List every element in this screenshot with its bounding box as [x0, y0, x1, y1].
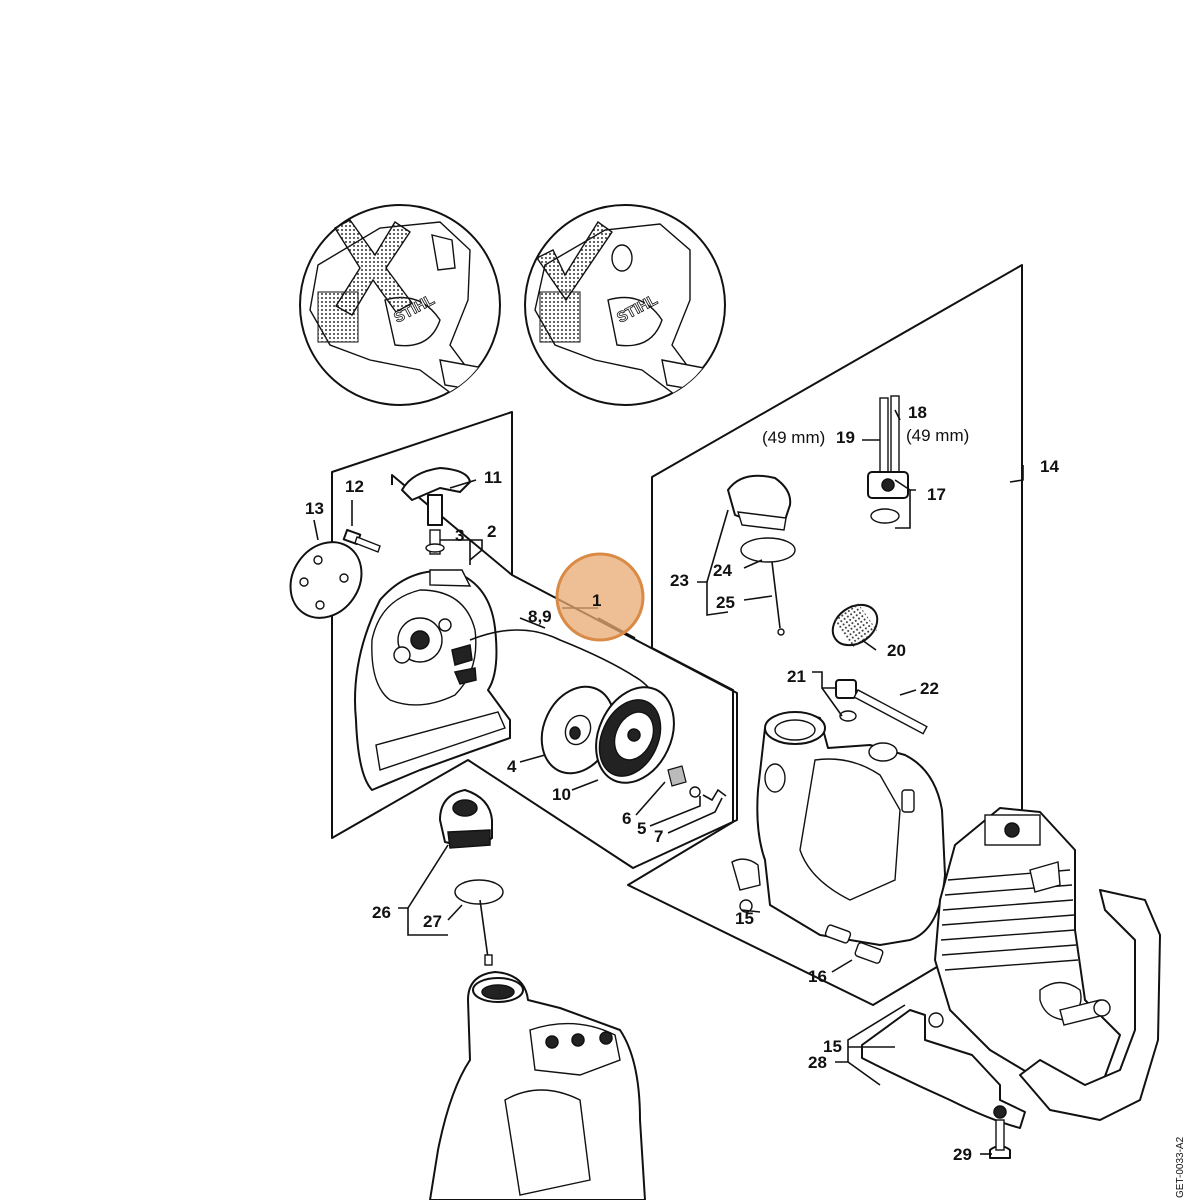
label-part-22[interactable]: 22 [920, 679, 939, 698]
label-part-14[interactable]: 14 [1040, 457, 1059, 476]
screw-29 [989, 1119, 1011, 1159]
rope-guide-bush [425, 529, 445, 555]
variant-inset-right: STIHL [524, 204, 726, 406]
grommet-15-lower [928, 1012, 944, 1028]
starter-group-outline [331, 411, 738, 869]
label-part-19[interactable]: 19 [836, 428, 855, 447]
retaining-cord [771, 561, 785, 636]
part-labels: 1 2 3 4 5 6 7 8,9 10 11 12 13 14 15 16 1… [305, 403, 1059, 1164]
tank-vent-valve [867, 471, 909, 524]
label-part-6[interactable]: 6 [622, 809, 631, 828]
leader-lines [313, 409, 1024, 1155]
label-part-5[interactable]: 5 [637, 819, 646, 838]
label-part-26[interactable]: 26 [372, 903, 391, 922]
variant-inset-left: STIHL [299, 204, 501, 406]
starter-grip [401, 467, 471, 526]
drawing-code: GET-0033-A2 [1175, 1136, 1186, 1198]
label-part-12[interactable]: 12 [345, 477, 364, 496]
mount-pins [824, 924, 884, 964]
label-part-10[interactable]: 10 [552, 785, 571, 804]
part-1-highlight[interactable] [555, 552, 645, 642]
grommet-15-upper [739, 899, 753, 913]
lower-retaining-cord [479, 899, 493, 966]
label-part-7[interactable]: 7 [654, 827, 663, 846]
hose-pair [879, 395, 900, 475]
engine-block [934, 807, 1121, 1091]
label-part-27[interactable]: 27 [423, 912, 442, 931]
lower-o-ring [454, 879, 504, 905]
label-part-8-9[interactable]: 8,9 [528, 607, 552, 626]
cross-mark-icon [334, 219, 414, 316]
lower-tank-cap [439, 789, 493, 849]
tank-vent [835, 679, 857, 722]
baffle-plate [861, 1009, 1026, 1129]
label-part-11[interactable]: 11 [484, 468, 502, 487]
fan-housing [354, 569, 511, 791]
label-part-15-lower[interactable]: 15 [823, 1037, 842, 1056]
label-part-16[interactable]: 16 [808, 967, 827, 986]
rope-rotor [595, 686, 675, 784]
label-part-20[interactable]: 20 [887, 641, 906, 660]
label-part-2[interactable]: 2 [487, 522, 496, 541]
label-part-24[interactable]: 24 [713, 561, 732, 580]
label-part-17[interactable]: 17 [927, 485, 946, 504]
label-part-25[interactable]: 25 [716, 593, 735, 612]
label-part-13[interactable]: 13 [305, 499, 324, 518]
label-part-4[interactable]: 4 [507, 757, 517, 776]
hose-18-length: (49 mm) [906, 426, 969, 445]
vent-hose [853, 689, 928, 735]
tank-cap [727, 474, 792, 531]
fuel-tank-group-outline [627, 264, 1023, 1006]
hose-19-length: (49 mm) [762, 428, 825, 447]
cap-o-ring [740, 537, 796, 563]
cover-plate [289, 541, 363, 619]
rewind-starter-outline [391, 474, 513, 576]
check-mark-icon [535, 220, 613, 302]
fuel-filter [831, 602, 879, 648]
label-part-15-upper[interactable]: 15 [735, 909, 754, 928]
label-part-18[interactable]: 18 [908, 403, 927, 422]
label-part-29[interactable]: 29 [953, 1145, 972, 1164]
spring-clip [702, 788, 727, 802]
label-part-21[interactable]: 21 [787, 667, 806, 686]
label-part-3[interactable]: 3 [455, 526, 464, 545]
lower-housing [429, 971, 646, 1200]
label-part-23[interactable]: 23 [670, 571, 689, 590]
fuel-tank [731, 711, 946, 946]
label-part-1[interactable]: 1 [592, 591, 601, 610]
engine-shroud [1019, 889, 1161, 1121]
label-part-28[interactable]: 28 [808, 1053, 827, 1072]
starter-pawl [667, 765, 687, 787]
washer [689, 786, 701, 798]
screw-12 [342, 528, 381, 553]
